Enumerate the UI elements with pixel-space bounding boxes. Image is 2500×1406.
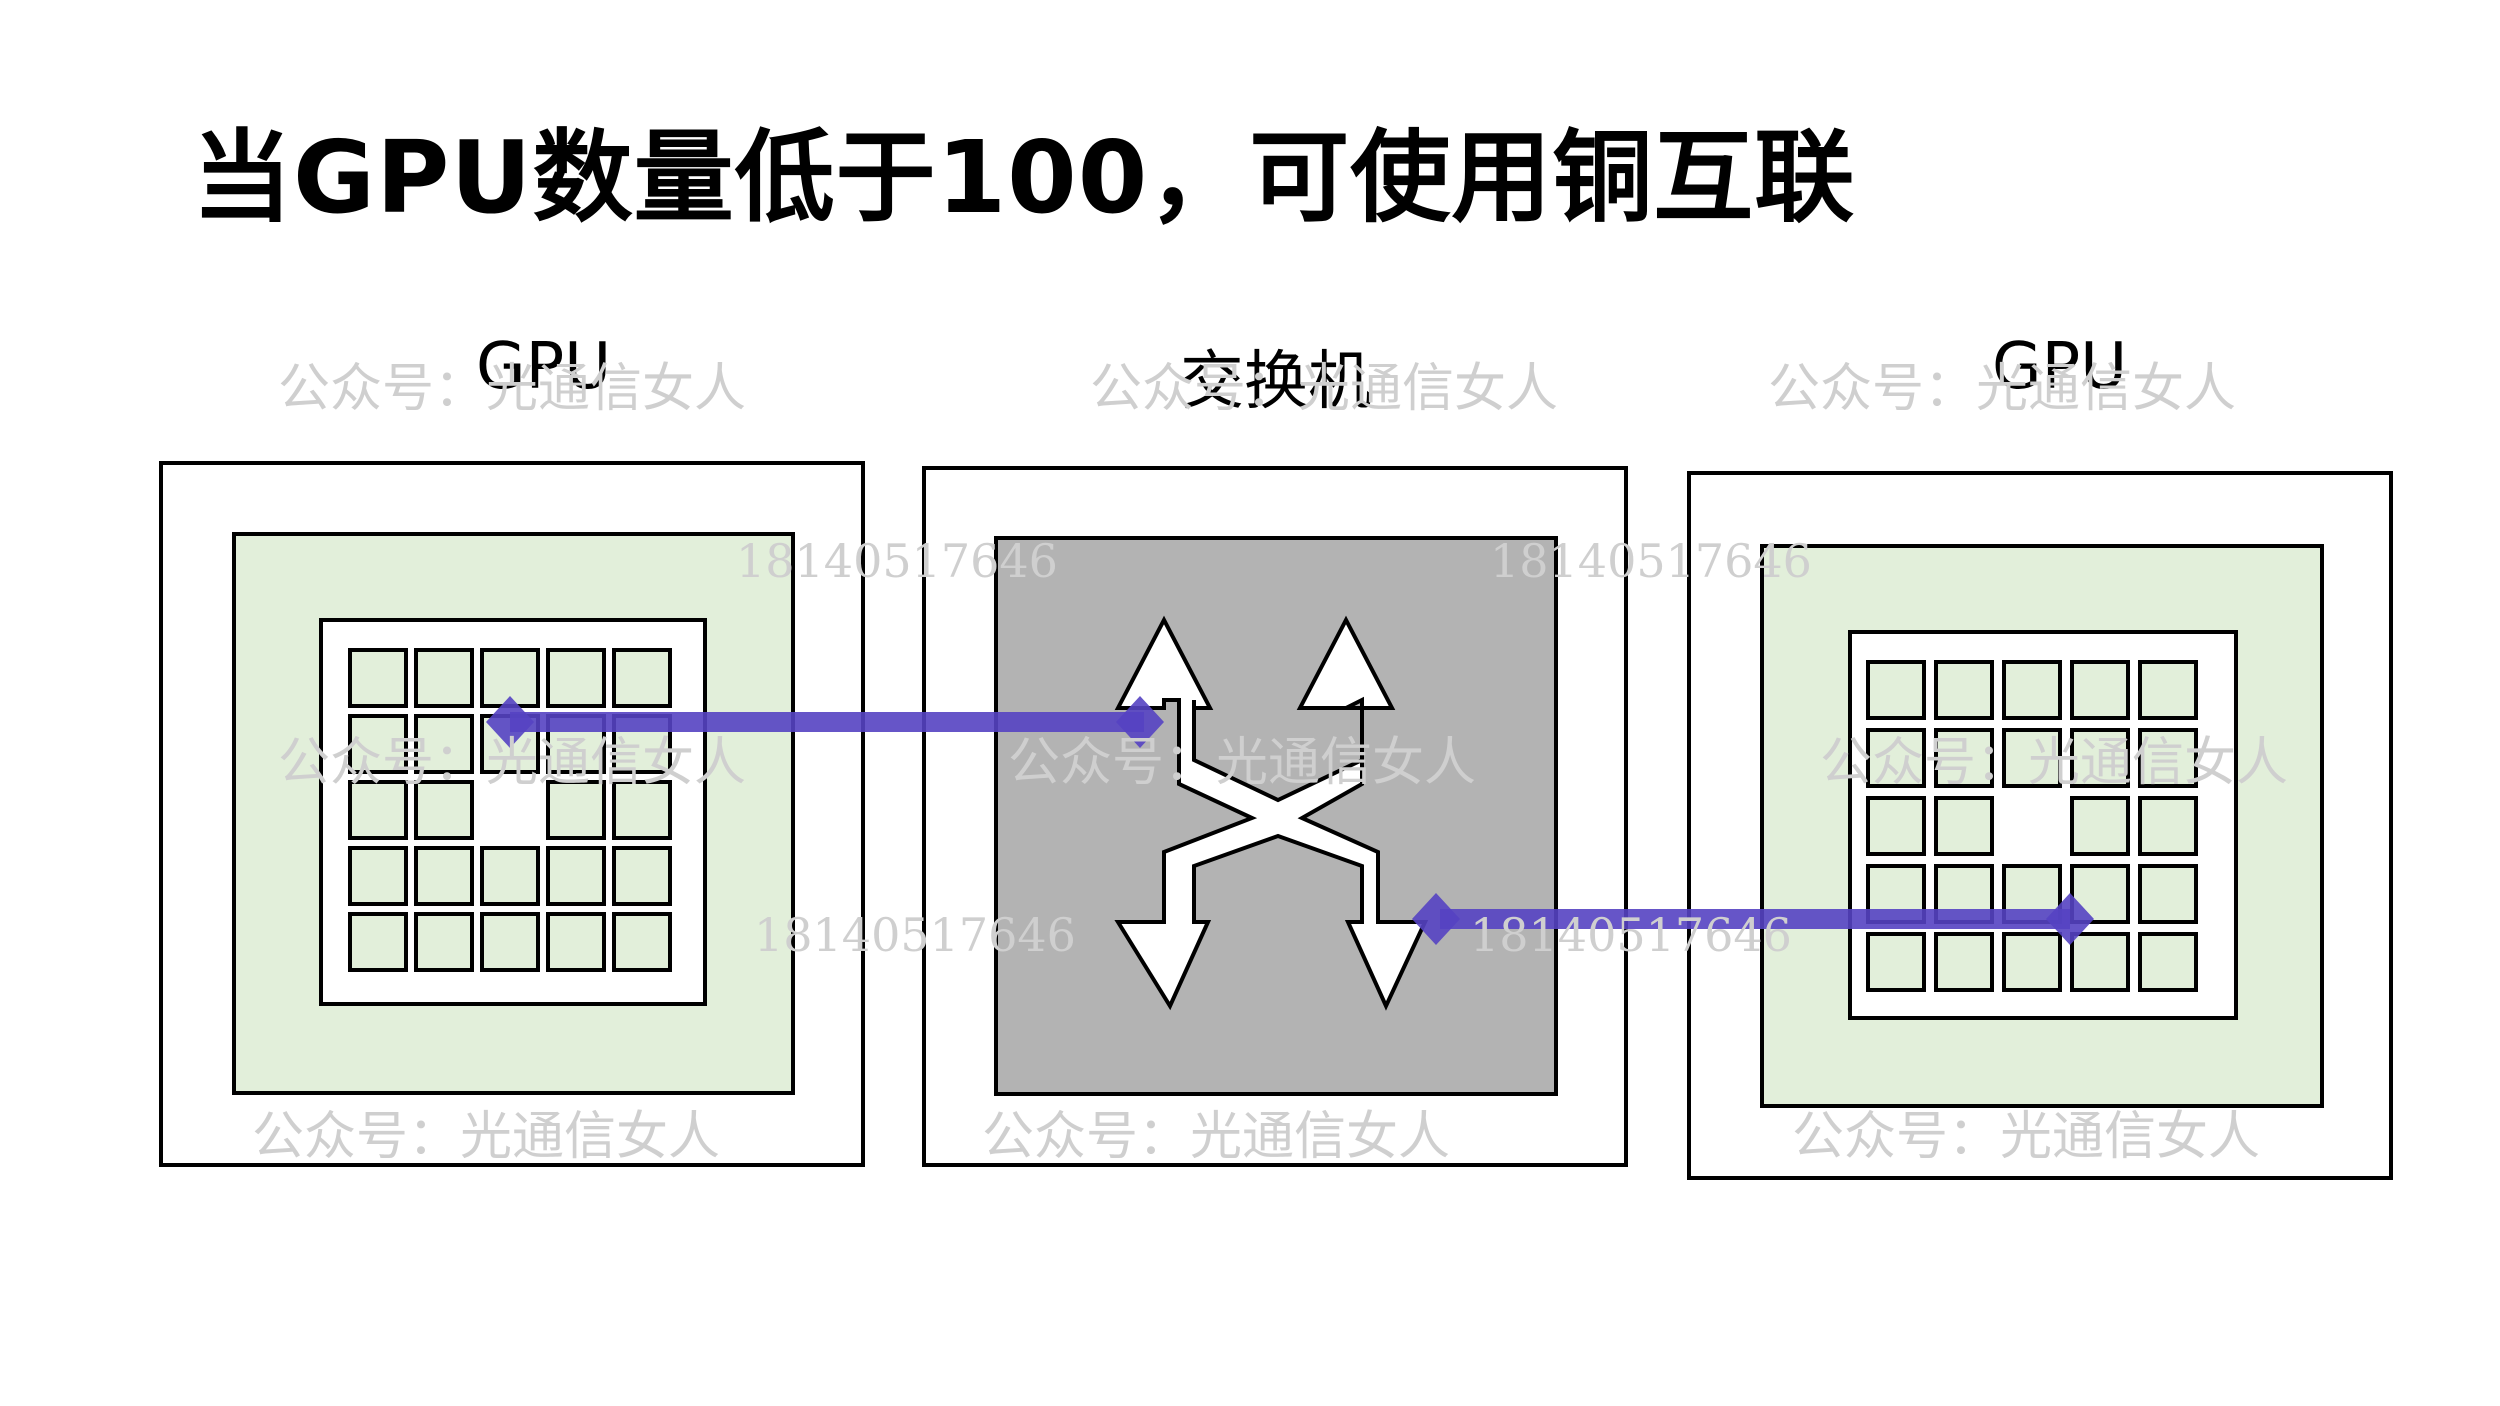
link-endpoint-switch — [1412, 893, 1460, 945]
gpu-left — [159, 461, 865, 1167]
core-cell — [1866, 660, 1926, 720]
core-cell — [546, 780, 606, 840]
core-cell — [2138, 728, 2198, 788]
core-cell — [2070, 728, 2130, 788]
gpu-left-label: GPU — [476, 330, 612, 404]
link-endpoint-switch — [1116, 696, 1164, 748]
core-cell — [2002, 660, 2062, 720]
core-cell — [414, 648, 474, 708]
core-cell — [612, 912, 672, 972]
core-cell — [1866, 796, 1926, 856]
core-cell — [2070, 660, 2130, 720]
link-endpoint-gpu-left — [486, 696, 534, 748]
core-cell — [414, 780, 474, 840]
core-cell — [1934, 932, 1994, 992]
core-cell — [612, 846, 672, 906]
core-cell — [2070, 796, 2130, 856]
core-cell — [2002, 728, 2062, 788]
switch — [922, 466, 1628, 1167]
core-cell — [348, 912, 408, 972]
core-cell — [348, 714, 408, 774]
core-cell — [612, 780, 672, 840]
core-cell — [2138, 660, 2198, 720]
link-line — [1440, 909, 2070, 929]
core-cell — [1934, 728, 1994, 788]
gpu-right-label: GPU — [1992, 330, 2128, 404]
link-line — [510, 712, 1144, 732]
core-cell — [2070, 932, 2130, 992]
core-cell — [480, 912, 540, 972]
page-title: 当GPU数量低于100，可使用铜互联 — [192, 119, 1856, 236]
core-cell — [1866, 932, 1926, 992]
core-cell — [414, 714, 474, 774]
core-cell — [480, 846, 540, 906]
gpu-left-core-grid — [348, 648, 672, 972]
core-cell — [1934, 660, 1994, 720]
core-cell — [1934, 796, 1994, 856]
core-cell — [1866, 728, 1926, 788]
core-cell — [348, 846, 408, 906]
core-cell — [2138, 932, 2198, 992]
gpu-right-core-grid — [1866, 660, 2198, 992]
core-cell — [612, 648, 672, 708]
core-cell — [2070, 864, 2130, 924]
switching-arrows-icon — [1114, 615, 1429, 1011]
copper-link-bottom — [1412, 893, 2094, 945]
switch-label: 交换机 — [1180, 345, 1372, 419]
copper-link-top — [486, 696, 1164, 748]
core-cell — [2138, 796, 2198, 856]
core-cell — [414, 846, 474, 906]
core-cell — [2002, 932, 2062, 992]
link-endpoint-gpu-right — [2046, 893, 2094, 945]
core-cell — [414, 912, 474, 972]
core-cell — [348, 648, 408, 708]
core-cell — [546, 912, 606, 972]
core-cell — [348, 780, 408, 840]
core-cell — [546, 846, 606, 906]
gpu-right — [1687, 471, 2393, 1180]
core-cell — [2138, 864, 2198, 924]
core-cell — [546, 648, 606, 708]
